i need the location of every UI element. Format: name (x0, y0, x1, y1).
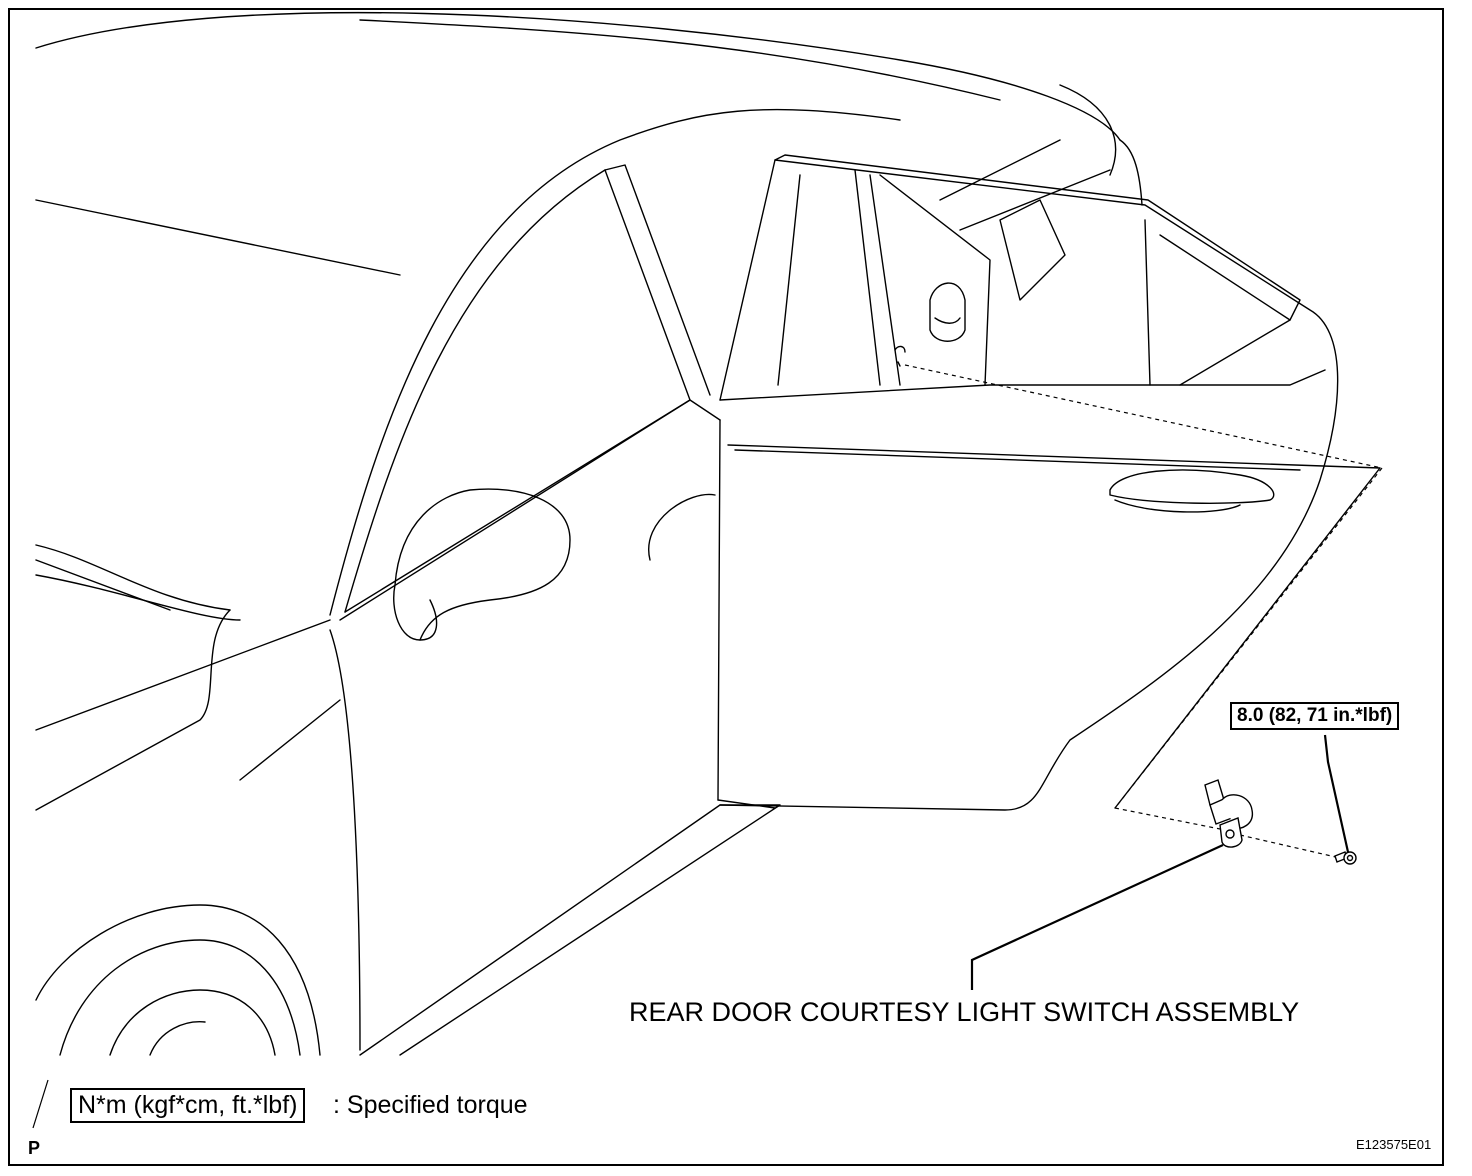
hub (149, 1021, 206, 1056)
front-door-belt (339, 399, 721, 621)
legend-description: : Specified torque (333, 1091, 528, 1119)
rear-door-handle (1109, 469, 1275, 504)
cowl (35, 544, 231, 611)
inner-lines (939, 139, 1111, 231)
switch-location (894, 345, 906, 367)
rear-window-frame (777, 174, 801, 386)
body-crease (35, 619, 331, 731)
roof-inner-line (359, 19, 1001, 101)
c-pillar-inner (879, 174, 991, 386)
mirror (393, 488, 571, 641)
torque-leader (1323, 734, 1350, 853)
view-marker: P (28, 1138, 41, 1158)
torque-spec-box: 8.0 (82, 71 in.*lbf) (1230, 702, 1400, 730)
striker (934, 317, 961, 324)
roof-rear-curve (1119, 139, 1143, 206)
explode-line-top (904, 364, 1383, 469)
tire-outer (59, 939, 301, 1056)
hood-line (35, 199, 401, 276)
a-pillar-outer (329, 108, 901, 616)
diagram-frame (8, 8, 1444, 1166)
b-pillar-inner (854, 169, 901, 386)
explode-line-bottom (1114, 807, 1226, 831)
rear-door-belt (719, 369, 1326, 401)
rear-window-frame-2 (1144, 219, 1291, 386)
front-door-handle (648, 493, 716, 561)
view-marker-line (32, 1079, 49, 1129)
component-leader (970, 843, 1224, 990)
wheel-arch (35, 904, 321, 1056)
roof-edge (1059, 84, 1117, 176)
front-door-rear-edge (717, 419, 721, 801)
body-lower (239, 699, 341, 781)
rear-door-inner-panel (727, 444, 1381, 809)
fender-curve (35, 609, 231, 811)
striker-area (929, 282, 966, 342)
component-callout: REAR DOOR COURTESY LIGHT SWITCH ASSEMBLY (629, 997, 1300, 1027)
rear-door-outer (719, 159, 1339, 811)
b-pillar (604, 164, 711, 396)
rear-door-window-top (774, 154, 1301, 321)
mirror-base (419, 599, 438, 641)
sill-line (717, 799, 776, 809)
rear-door-handle-cup (1114, 499, 1241, 513)
courtesy-light-switch (1204, 779, 1254, 848)
front-window-frame (344, 169, 691, 613)
legend-unit-box: N*m (kgf*cm, ft.*lbf) (70, 1088, 306, 1123)
tire-inner (109, 989, 276, 1056)
explode-line-bolt (1239, 834, 1341, 859)
explode-line-diag (1114, 467, 1383, 809)
a-pillar-inner (344, 169, 606, 613)
bolt (1334, 851, 1357, 865)
rear-door-crease (734, 449, 1301, 471)
front-door-front-edge (329, 629, 361, 1051)
figure-code: E123575E01 (1356, 1137, 1432, 1152)
roof-outline (35, 11, 1121, 141)
seatback (999, 199, 1066, 301)
